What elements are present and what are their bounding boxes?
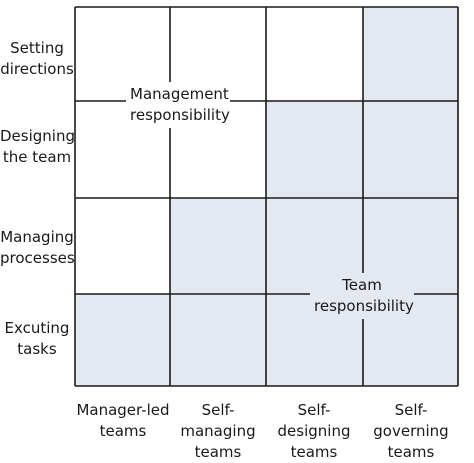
cell-r0-c2 bbox=[266, 7, 363, 101]
row-label-setting-directions: Setting directions bbox=[0, 39, 74, 78]
column-label-manager-led-teams: Manager-led teams bbox=[76, 401, 170, 440]
cell-r0-c3 bbox=[363, 7, 458, 101]
column-label-self-governing-teams: Self-governing teams bbox=[373, 401, 449, 461]
cell-r1-c3 bbox=[363, 101, 458, 198]
row-label-designing-the-team: Designing the team bbox=[0, 127, 75, 166]
cell-r1-c2 bbox=[266, 101, 363, 198]
matrix-grid bbox=[74, 6, 459, 387]
team-responsibility-label: Team responsibility bbox=[310, 273, 414, 319]
responsibility-matrix: Setting directions Designing the team Ma… bbox=[0, 6, 459, 461]
cell-r2-c0 bbox=[75, 198, 170, 294]
row-label-managing-processes: Managing processes bbox=[0, 228, 75, 267]
cell-r3-c1 bbox=[170, 294, 266, 386]
cell-r2-c1 bbox=[170, 198, 266, 294]
cell-r3-c0 bbox=[75, 294, 170, 386]
column-label-self-managing-teams: Self-managing teams bbox=[180, 401, 256, 461]
management-responsibility-label: Management responsibility bbox=[126, 82, 230, 128]
row-label-executing-tasks: Excuting tasks bbox=[4, 319, 70, 358]
column-label-self-designing-teams: Self-designing teams bbox=[277, 401, 351, 461]
